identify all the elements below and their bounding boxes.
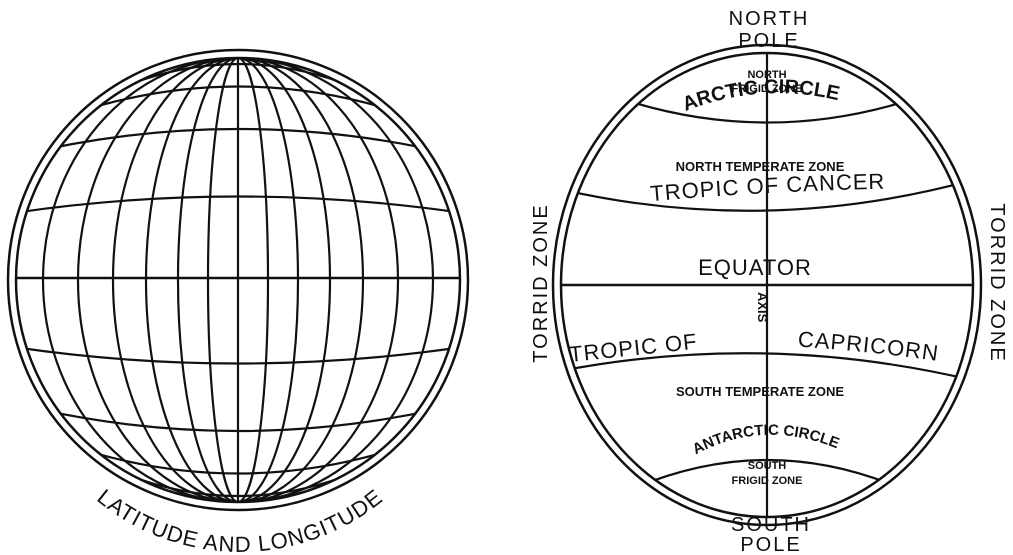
meridian-lines xyxy=(43,58,433,502)
axis-label: AXIS xyxy=(755,292,770,323)
north-pole-label-1: NORTH xyxy=(729,8,810,30)
torrid-zone-right-label: TORRID ZONE xyxy=(986,203,1008,362)
tropic-of-capricorn-label-left: TROPIC OF xyxy=(568,329,699,367)
climate-zones-globe: NORTH POLE SOUTH POLE NORTH FRIGID ZONE … xyxy=(530,8,1008,555)
torrid-zone-left-label: TORRID ZONE xyxy=(530,203,552,362)
equator-label: EQUATOR xyxy=(698,255,812,280)
antarctic-circle-label: ANTARCTIC CIRCLE xyxy=(690,422,842,458)
south-pole-label-2: POLE xyxy=(740,534,801,555)
south-frigid-label-2: FRIGID ZONE xyxy=(732,475,803,487)
tropic-of-capricorn-label-right: CAPRICORN xyxy=(797,327,940,366)
latitude-longitude-globe: LATITUDE AND LONGITUDE xyxy=(0,50,476,555)
caption-latitude-longitude: LATITUDE AND LONGITUDE xyxy=(93,484,388,555)
north-pole-label-2: POLE xyxy=(738,30,799,52)
south-temperate-label: SOUTH TEMPERATE ZONE xyxy=(676,384,844,399)
south-pole-label-1: SOUTH xyxy=(731,514,811,536)
arctic-circle-label: ARCTIC CIRCLE xyxy=(680,76,842,116)
south-frigid-label-1: SOUTH xyxy=(748,460,787,472)
